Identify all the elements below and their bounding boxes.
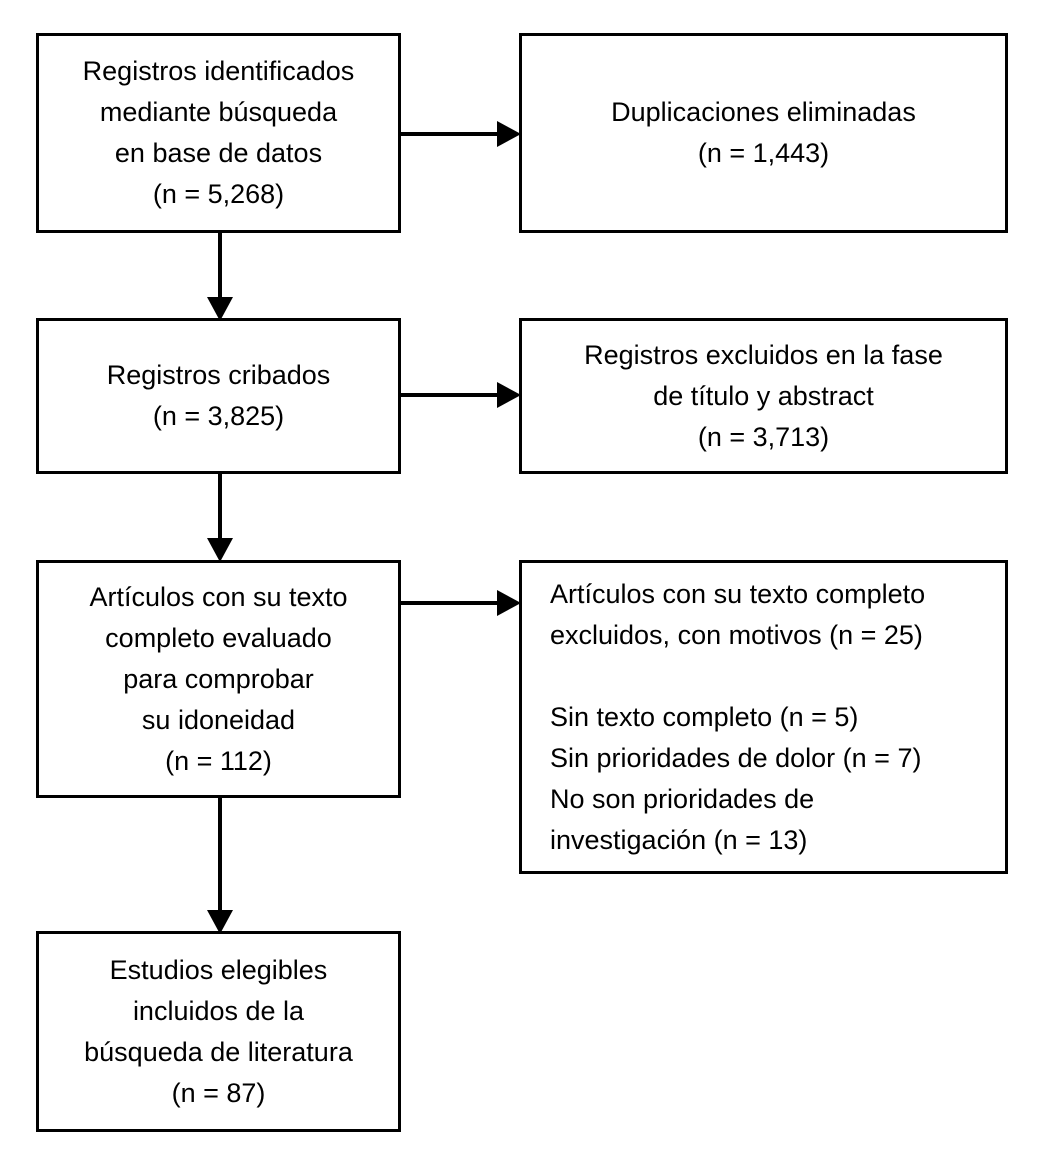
box-fulltext-excluded-with-reasons: Artículos con su texto completo excluido… — [519, 560, 1008, 874]
box-fulltext-assessed: Artículos con su texto completo evaluado… — [36, 560, 401, 798]
box-count: (n = 112) — [165, 745, 272, 776]
exclusion-reason: No son prioridades de — [550, 783, 815, 814]
connector-screened-to-fulltext — [203, 472, 237, 564]
box-line: su idoneidad — [141, 704, 296, 735]
box-line: Registros excluidos en la fase — [584, 339, 943, 370]
exclusion-reason: Sin prioridades de dolor (n = 7) — [550, 742, 922, 773]
box-line: Estudios elegibles — [109, 954, 328, 985]
box-count: (n = 5,268) — [152, 179, 285, 209]
box-line: completo evaluado — [105, 622, 332, 653]
connector-identified-to-screened — [203, 231, 237, 323]
box-duplicates-removed: Duplicaciones eliminadas (n = 1,443) — [519, 33, 1008, 233]
box-count: (n = 3,713) — [697, 421, 830, 452]
connector-identified-to-duplicates — [401, 118, 523, 150]
box-line: Duplicaciones eliminadas — [611, 97, 916, 127]
box-line: de título y abstract — [653, 380, 874, 411]
box-line: búsqueda de literatura — [84, 1036, 353, 1067]
connector-fulltext-to-fulltext-excluded — [401, 587, 523, 619]
box-count: (n = 3,825) — [152, 401, 285, 431]
box-studies-included: Estudios elegibles incluidos de la búsqu… — [36, 931, 401, 1132]
exclusion-reason: investigación (n = 13) — [550, 824, 808, 855]
box-count: (n = 1,443) — [697, 138, 830, 168]
box-records-identified: Registros identificados mediante búsqued… — [36, 33, 401, 233]
box-line: Artículos con su texto completo — [550, 578, 926, 609]
box-records-screened: Registros cribados (n = 3,825) — [36, 318, 401, 474]
box-count: excluidos, con motivos (n = 25) — [550, 619, 923, 650]
connector-screened-to-excluded-title-abstract — [401, 379, 523, 411]
box-line: Registros cribados — [106, 360, 331, 390]
exclusion-reason: Sin texto completo (n = 5) — [550, 701, 859, 732]
box-line: en base de datos — [114, 138, 323, 168]
box-line: incluidos de la — [132, 995, 305, 1026]
box-count: (n = 87) — [171, 1077, 266, 1108]
connector-fulltext-to-included — [203, 796, 237, 936]
box-line: Registros identificados — [82, 56, 355, 86]
box-line: mediante búsqueda — [99, 97, 338, 127]
box-line: para comprobar — [123, 663, 314, 694]
box-records-excluded-title-abstract: Registros excluidos en la fase de título… — [519, 318, 1008, 474]
box-line: Artículos con su texto — [89, 581, 348, 612]
